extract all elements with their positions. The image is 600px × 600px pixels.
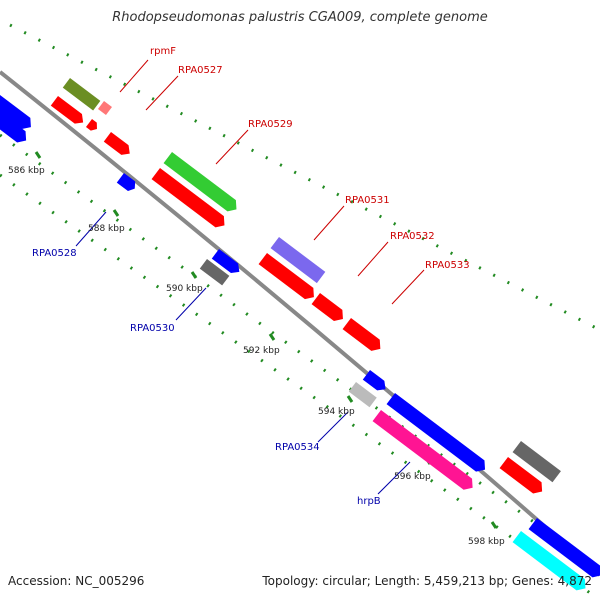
kbp-label-586: 586 kbp — [8, 166, 45, 176]
red-gene-4 — [258, 253, 314, 300]
blue-long — [386, 393, 486, 472]
genome-backbone — [0, 70, 600, 577]
gene-label-RPA0530: RPA0530 — [130, 323, 175, 334]
kbp-label-592: 592 kbp — [243, 346, 280, 356]
red-gene-7 — [499, 457, 543, 494]
kbp-label-596: 596 kbp — [394, 472, 431, 482]
gene-label-rpmF: rpmF — [150, 46, 176, 57]
cyan-bottom — [512, 531, 586, 591]
red-gene-3 — [151, 168, 225, 228]
left-bottom-blue — [0, 112, 27, 143]
red-gene-5 — [311, 293, 343, 322]
gray-gene-2 — [512, 441, 561, 483]
blue-mid — [211, 249, 240, 274]
gene-label-hrpB: hrpB — [357, 496, 381, 507]
gray-gene — [199, 259, 230, 286]
gene-label-RPA0532: RPA0532 — [390, 231, 435, 242]
red-gene-6 — [342, 318, 381, 351]
kbp-label-598: 598 kbp — [468, 537, 505, 547]
red-gene-2 — [103, 132, 130, 155]
gene-label-RPA0534: RPA0534 — [275, 442, 320, 453]
green-gene — [163, 152, 237, 212]
red-gene-1 — [50, 96, 84, 124]
lightgray-gene — [348, 382, 377, 408]
map-title: Rhodopseudomonas palustris CGA009, compl… — [112, 10, 488, 25]
label-leaders — [75, 59, 425, 495]
olive-gene — [62, 78, 101, 111]
gene-label-RPA0531: RPA0531 — [345, 195, 390, 206]
tick-row-2 — [0, 133, 600, 572]
magenta-gene — [372, 410, 473, 490]
gene-label-RPA0527: RPA0527 — [178, 65, 223, 76]
violet-gene — [270, 237, 326, 284]
kbp-label-590: 590 kbp — [166, 284, 203, 294]
blue-small-2 — [362, 370, 386, 391]
gene-label-RPA0529: RPA0529 — [248, 119, 293, 130]
pink-small — [97, 101, 112, 116]
topology-label: Topology: circular; Length: 5,459,213 bp… — [262, 574, 592, 588]
kbp-label-594: 594 kbp — [318, 407, 355, 417]
red-small — [85, 119, 97, 131]
gene-label-RPA0533: RPA0533 — [425, 260, 470, 271]
tick-row-3 — [0, 173, 600, 600]
gene-label-RPA0528: RPA0528 — [32, 248, 77, 259]
kbp-label-588: 588 kbp — [88, 224, 125, 234]
gene-features — [0, 78, 600, 591]
blue-small — [116, 173, 136, 192]
blue-bottom — [528, 518, 600, 578]
left-top-blue — [0, 95, 31, 130]
accession-label: Accession: NC_005296 — [8, 574, 145, 588]
tick-rows — [0, 23, 600, 600]
